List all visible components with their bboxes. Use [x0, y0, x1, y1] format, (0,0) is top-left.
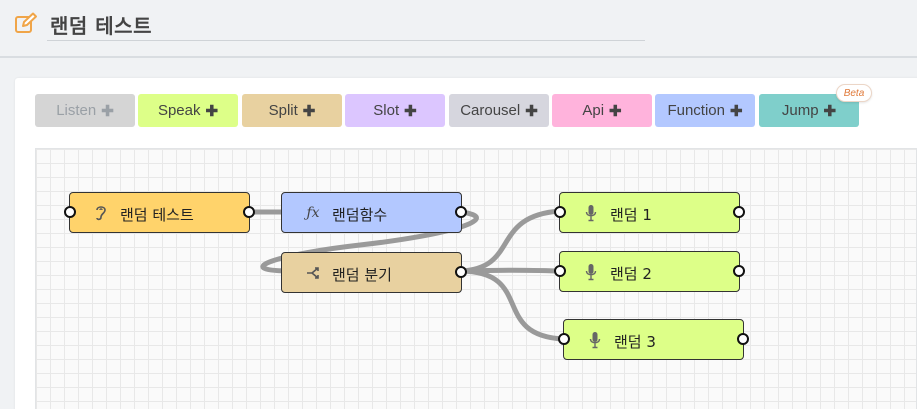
flow-canvas[interactable]	[35, 148, 917, 409]
add-split-label: Split	[268, 102, 298, 119]
flow-node-function[interactable]: ƒx 랜덤함수	[281, 192, 467, 233]
add-listen-label: Listen	[56, 102, 97, 119]
microphone-icon	[586, 330, 604, 350]
output-port[interactable]	[455, 266, 467, 278]
plus-icon: ✚	[525, 102, 538, 120]
input-port[interactable]	[64, 206, 76, 218]
plus-icon: ✚	[101, 102, 114, 120]
ear-icon	[92, 203, 110, 223]
node-label: 랜덤 테스트	[120, 206, 194, 224]
plus-icon: ✚	[729, 102, 743, 120]
add-jump-label: Jump	[781, 102, 819, 119]
flow-node-speak-1[interactable]: 랜덤 1	[554, 192, 745, 233]
output-port[interactable]	[455, 206, 467, 218]
flow-node-speak-2[interactable]: 랜덤 2	[554, 251, 745, 292]
microphone-icon	[582, 203, 600, 223]
add-carousel-button[interactable]: Carousel✚	[449, 94, 549, 127]
add-split-button[interactable]: Split✚	[242, 94, 342, 127]
title-separator	[0, 56, 917, 58]
add-slot-button[interactable]: Slot✚	[345, 94, 445, 127]
edit-icon	[15, 12, 37, 33]
add-function-button[interactable]: Function✚	[655, 94, 755, 127]
plus-icon: ✚	[205, 102, 219, 120]
flow-node-speak-3[interactable]: 랜덤 3	[558, 319, 749, 360]
node-label: 랜덤 1	[610, 206, 652, 224]
page-title[interactable]: 랜덤 테스트	[50, 14, 152, 38]
title-bar: 랜덤 테스트	[0, 0, 917, 58]
output-port[interactable]	[243, 206, 255, 218]
output-port[interactable]	[737, 333, 749, 345]
add-carousel-label: Carousel	[460, 102, 521, 119]
node-label: 랜덤 3	[614, 333, 656, 351]
input-port[interactable]	[554, 206, 566, 218]
output-port[interactable]	[733, 265, 745, 277]
add-api-button[interactable]: Api✚	[552, 94, 652, 127]
add-function-label: Function	[667, 102, 725, 119]
add-speak-button[interactable]: Speak✚	[138, 94, 238, 127]
beta-badge: Beta	[836, 84, 872, 102]
add-speak-label: Speak	[157, 102, 201, 119]
split-icon	[304, 263, 322, 283]
microphone-icon	[582, 262, 600, 282]
input-port[interactable]	[554, 265, 566, 277]
title-underline	[47, 40, 645, 41]
plus-icon: ✚	[823, 102, 837, 120]
add-listen-button: Listen✚	[35, 94, 135, 127]
node-label: 랜덤 2	[610, 265, 652, 283]
flow-node-split[interactable]: 랜덤 분기	[281, 252, 467, 293]
flow-node-listen[interactable]: 랜덤 테스트	[64, 192, 255, 233]
plus-icon: ✚	[609, 102, 622, 120]
add-slot-label: Slot	[373, 102, 400, 119]
output-port[interactable]	[733, 206, 745, 218]
input-port[interactable]	[558, 333, 570, 345]
plus-icon: ✚	[302, 102, 316, 120]
add-api-label: Api	[582, 102, 605, 119]
function-icon: ƒx	[306, 205, 320, 221]
plus-icon: ✚	[404, 102, 417, 120]
node-label: 랜덤함수	[332, 206, 388, 224]
node-label: 랜덤 분기	[332, 266, 392, 284]
